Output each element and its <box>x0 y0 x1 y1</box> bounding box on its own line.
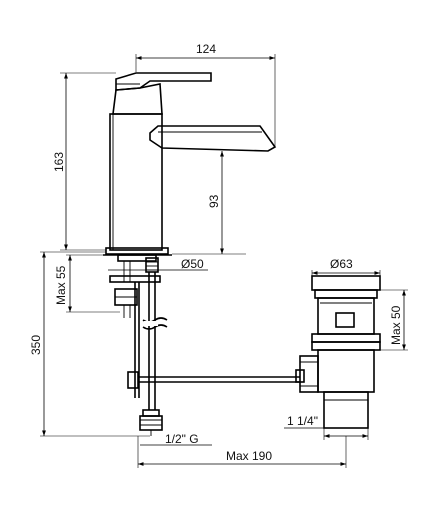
dim-o63-label: Ø63 <box>330 257 353 271</box>
dim-max55-label: Max 55 <box>54 265 68 305</box>
waste-cap <box>311 275 381 291</box>
dim-base-diameter: Ø50 <box>108 257 208 271</box>
dim-waste-diameter: Ø63 <box>311 257 381 276</box>
dim-spout-height: 93 <box>172 151 246 255</box>
popup-rod <box>127 371 300 389</box>
tap-body <box>109 113 163 251</box>
dim-waste-thread: 1 1/4" <box>284 414 369 440</box>
dim-max190-label: Max 190 <box>226 449 272 463</box>
dim-spout-reach: 124 <box>135 42 276 146</box>
cartridge-cap <box>112 83 163 115</box>
dim-o50-label: Ø50 <box>181 257 204 271</box>
flexible-hose <box>134 272 168 436</box>
dim-hose-thread: 1/2" G <box>140 432 212 446</box>
waste-tail <box>323 391 369 429</box>
dim-max50-label: Max 50 <box>389 305 403 345</box>
dim-163-label: 163 <box>52 152 66 172</box>
dim-waste-max: Max 50 <box>380 289 408 351</box>
dim-total-height: 350 <box>29 251 150 437</box>
dim-thread-label: 1 1/4" <box>287 414 318 428</box>
dim-350-label: 350 <box>29 335 43 355</box>
pop-up-waste <box>295 275 381 429</box>
dim-93-label: 93 <box>207 194 221 208</box>
dim-halfinch-label: 1/2" G <box>165 432 199 446</box>
dim-max-thickness: Max 55 <box>54 254 120 313</box>
spout <box>149 125 277 152</box>
dim-body-height: 163 <box>52 72 116 251</box>
mixer-tap <box>103 72 277 256</box>
lever-handle <box>115 72 212 91</box>
base-flange <box>105 247 169 255</box>
dim-rod-max: Max 190 <box>137 436 347 468</box>
dim-124-label: 124 <box>196 42 216 56</box>
